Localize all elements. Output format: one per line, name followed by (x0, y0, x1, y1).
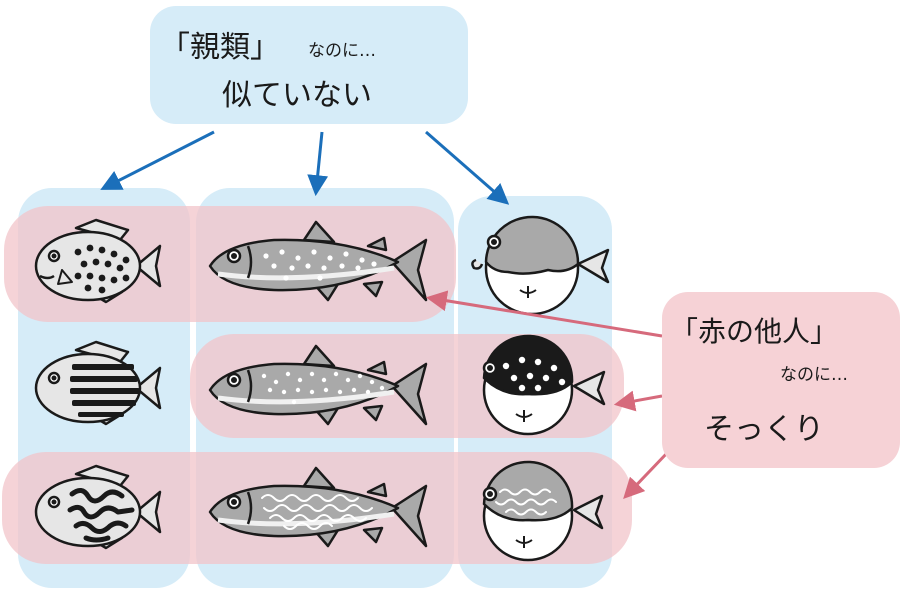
stranger-caption-conclusion: そっくり (704, 412, 824, 447)
arrow-to-spotted-row (425, 290, 663, 338)
arrow-to-puffer-family (425, 130, 510, 205)
puffer-fish-maze (482, 460, 604, 562)
arrow-to-bream-family (100, 130, 215, 190)
stranger-caption-box (662, 292, 900, 468)
stranger-caption-suffix: なのに… (780, 365, 848, 385)
salmon-fish-maze (208, 466, 428, 548)
stranger-caption-title: 「赤の他人」 (670, 315, 839, 348)
puffer-fish-spotted (471, 215, 610, 316)
related-caption-title: 「親類」 (160, 30, 280, 65)
arrow-to-maze-row (623, 450, 670, 500)
related-caption-conclusion: 似ていない (222, 78, 372, 113)
bream-fish-striped (34, 340, 162, 426)
arrow-to-salmon-family (307, 131, 329, 197)
related-caption-box (150, 6, 468, 124)
bream-fish-maze (34, 464, 162, 550)
related-arrows (100, 130, 510, 205)
salmon-fish-striped (208, 344, 428, 426)
arrow-to-striped-row (613, 390, 663, 412)
stranger-arrows (425, 290, 670, 500)
bream-fish-spotted (34, 218, 162, 304)
puffer-fish-striped (482, 334, 606, 436)
salmon-fish-spotted (208, 220, 428, 302)
related-caption-suffix: なのに… (308, 41, 376, 61)
